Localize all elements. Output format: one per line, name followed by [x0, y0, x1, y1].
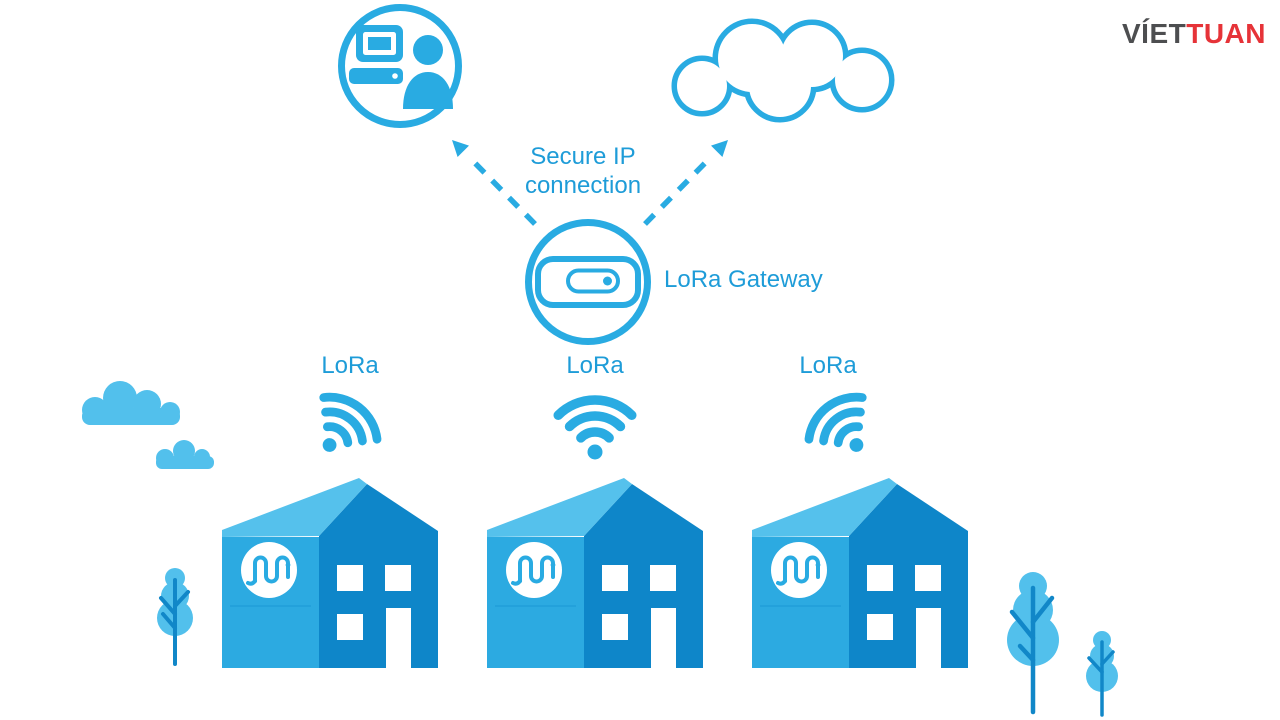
user-computer-icon	[338, 4, 462, 128]
window	[867, 565, 893, 591]
tree-icon	[1007, 572, 1059, 715]
secure-ip-line-2: connection	[524, 172, 642, 199]
dashed-arrow-left	[452, 140, 537, 226]
window	[915, 565, 941, 591]
window	[867, 614, 893, 640]
internet-cloud-icon	[671, 18, 895, 123]
lora-label-3: LoRa	[799, 352, 857, 379]
wifi-signal-icon-3	[804, 392, 867, 452]
secure-connection-arrows	[452, 140, 728, 226]
wifi-signal-icon-1	[319, 392, 382, 452]
window	[650, 565, 676, 591]
brand-logo-suffix: TUAN	[1186, 18, 1266, 49]
house-roof	[752, 478, 897, 537]
window	[385, 565, 411, 591]
user-circle-outline	[338, 4, 462, 128]
house-2	[487, 478, 703, 668]
door	[916, 608, 941, 668]
person-icon	[403, 35, 453, 109]
house-roof	[222, 478, 367, 537]
house-1	[222, 478, 438, 668]
radiator-coil-icon	[511, 555, 556, 586]
wifi-signal-icon-2	[553, 395, 637, 460]
lora-label-1: LoRa	[321, 352, 379, 379]
secure-ip-connection-label: Secure IP connection	[478, 142, 688, 200]
house-roof	[487, 478, 632, 537]
radiator-coil-icon	[246, 555, 291, 586]
window	[337, 614, 363, 640]
window	[337, 565, 363, 591]
door	[386, 608, 411, 668]
window	[602, 565, 628, 591]
radiator-coil-icon	[776, 555, 821, 586]
tree-icon	[157, 568, 193, 666]
dashed-arrow-right	[643, 140, 728, 226]
computer-icon	[349, 25, 403, 84]
lora-label-2: LoRa	[566, 352, 624, 379]
tree-icon	[1086, 631, 1118, 717]
door	[651, 608, 676, 668]
house-3	[752, 478, 968, 668]
window	[602, 614, 628, 640]
lora-gateway-icon	[525, 219, 651, 345]
decorative-cloud-icon	[156, 440, 214, 469]
lora-gateway-label: LoRa Gateway	[664, 266, 823, 293]
secure-ip-line-1: Secure IP	[530, 143, 636, 170]
decorative-cloud-icon	[82, 381, 180, 425]
gateway-device-icon	[535, 256, 641, 308]
brand-logo-prefix: VÍET	[1122, 18, 1187, 49]
brand-logo: VÍETTUAN	[1122, 18, 1266, 50]
